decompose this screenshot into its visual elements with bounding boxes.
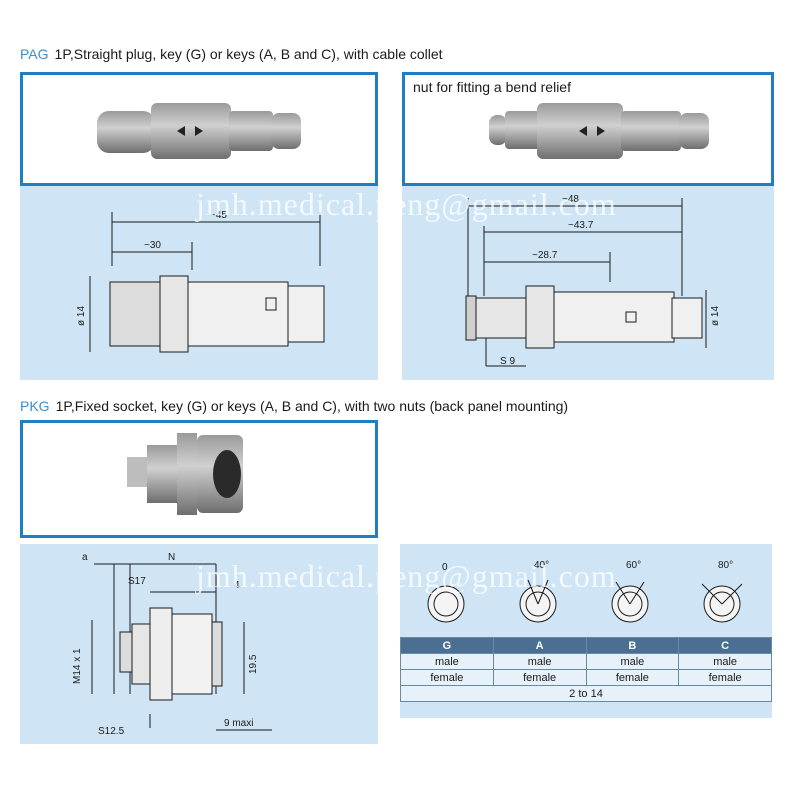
dim-a: a [82,552,88,563]
pkg-code: PKG [20,398,50,414]
key-cell: male [678,653,772,670]
key-range: 2 to 14 [400,685,772,702]
key-cell: male [585,653,680,670]
pkg-drawing: a N S17 4 M14 x 1 19.5 S12.5 9 maxi [20,544,378,744]
dim-four: 4 [234,580,240,591]
key-row-range: 2 to 14 [400,685,772,702]
dim-inner-right: ~28.7 [532,250,558,261]
nut-dimension-drawing: ~48 ~43.7 ~28.7 ø 14 S 9 [465,194,721,367]
dim-maxi: 9 maxi [224,718,253,729]
key-header-c: C [678,637,772,654]
pag-photo-nut: nut for fitting a bend relief [402,72,774,186]
key-cell: male [492,653,587,670]
key-angle-c: 80° [718,560,733,571]
key-header-g: G [400,637,494,654]
pag-drawing-right: ~48 ~43.7 ~28.7 ø 14 S 9 [402,186,774,380]
key-table: G A B C male male male male female femal… [400,637,772,702]
key-angle-g: 0 [442,562,448,573]
pag-code: PAG [20,46,49,62]
dim-thread: M14 x 1 [72,648,83,684]
dim-s17: S17 [128,576,146,587]
key-angle-b: 60° [626,560,641,571]
plug-photo-illustration [97,103,301,159]
dim-overall-right: ~48 [562,194,579,205]
key-cell: male [400,653,494,670]
key-cell: female [678,669,772,686]
dim-hex-right: S 9 [500,356,515,367]
dim-s125: S12.5 [98,726,125,737]
watermark-top: jmh.medical.peng@gmail.com [196,186,617,222]
watermark-bottom: jmh.medical.peng@gmail.com [196,558,617,594]
dim-diameter-left: ø 14 [76,306,87,326]
pag-title: 1P,Straight plug, key (G) or keys (A, B … [54,46,443,62]
socket-photo-illustration [127,433,243,515]
pag-heading: PAG 1P,Straight plug, key (G) or keys (A,… [20,46,443,62]
plug-dimension-drawing: ~45 ~30 ø 14 [76,210,325,353]
key-diagrams: 0 40° 60° 80° [427,560,743,623]
dim-mid-right: ~43.7 [568,220,594,231]
dim-overall-left: ~45 [210,210,227,221]
key-table-header: G A B C [400,637,772,654]
pkg-photo-socket [20,420,378,538]
dim-inner-left: ~30 [144,240,161,251]
pag-drawing-left: ~45 ~30 ø 14 [20,186,378,380]
pkg-heading: PKG 1P,Fixed socket, key (G) or keys (A, … [20,398,568,414]
key-cell: female [400,669,494,686]
key-header-a: A [492,637,587,654]
key-row-female: female female female female [400,669,772,686]
key-row-male: male male male male [400,653,772,670]
socket-dimension-drawing: a N S17 4 M14 x 1 19.5 S12.5 9 maxi [72,552,272,737]
pkg-title: 1P,Fixed socket, key (G) or keys (A, B a… [55,398,569,414]
nut-photo-illustration [489,103,709,159]
key-angle-a: 40° [534,560,549,571]
key-header-b: B [585,637,680,654]
dim-n: N [168,552,175,563]
nut-caption: nut for fitting a bend relief [413,79,571,95]
dim-diameter-right: ø 14 [710,306,721,326]
dim-height: 19.5 [248,654,259,674]
key-cell: female [585,669,680,686]
pag-photo-plug [20,72,378,186]
key-cell: female [492,669,587,686]
